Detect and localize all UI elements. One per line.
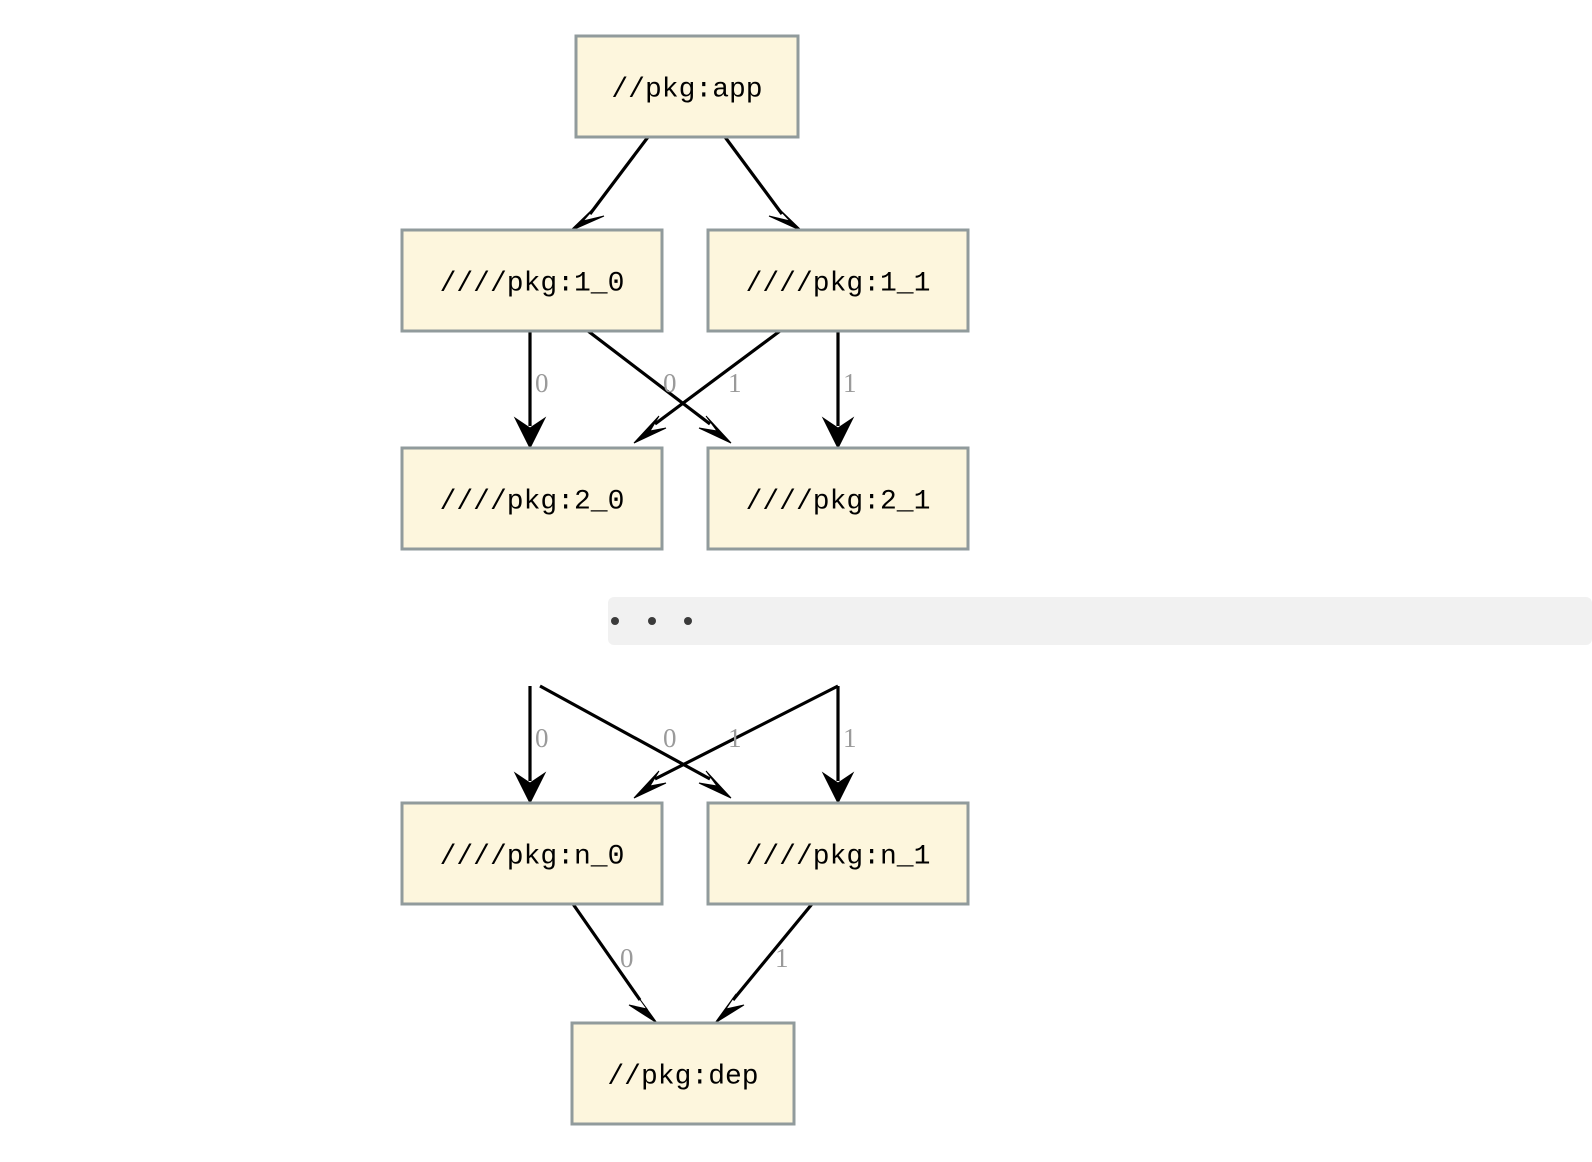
edge-elided-to-n_1-straight: 1	[821, 686, 857, 805]
node-pkg-n_0[interactable]: ////pkg:n_0	[400, 801, 664, 906]
edge-1_1-to-2_1: 1	[821, 331, 857, 450]
edge-app-to-1_0	[569, 136, 650, 232]
node-label: //pkg:app	[611, 74, 762, 105]
node-pkg-1_1[interactable]: ////pkg:1_1	[706, 228, 970, 333]
edge-n_0-to-dep: 0	[571, 903, 658, 1024]
edge-app-to-1_1	[723, 136, 803, 232]
node-pkg-2_1[interactable]: ////pkg:2_1	[706, 446, 970, 551]
edge-1_0-to-2_1: 0	[587, 329, 732, 444]
node-pkg-2_0[interactable]: ////pkg:2_0	[400, 446, 664, 551]
node-label: //pkg:dep	[607, 1061, 758, 1092]
edge-label-0: 0	[535, 368, 549, 398]
node-box[interactable]	[400, 801, 664, 906]
node-pkg-1_0[interactable]: ////pkg:1_0	[400, 228, 664, 333]
node-label: ////pkg:n_1	[746, 841, 931, 872]
node-box[interactable]	[400, 446, 664, 551]
ellipsis-band-group	[608, 597, 1592, 645]
edge-elided-to-n_0: 0	[513, 686, 549, 805]
edge-label-0: 0	[663, 723, 677, 753]
edge-label-0: 0	[663, 368, 677, 398]
edge-elided-to-n_1: 0	[539, 684, 732, 799]
edge-label-1: 1	[728, 723, 742, 753]
node-box[interactable]	[706, 446, 970, 551]
node-label: ////pkg:1_1	[746, 268, 931, 299]
edge-label-0: 0	[535, 723, 549, 753]
node-label: ////pkg:2_1	[746, 486, 931, 517]
ellipsis-band	[608, 597, 1592, 645]
node-label: ////pkg:2_0	[440, 486, 625, 517]
node-box[interactable]	[574, 34, 800, 139]
ellipsis-dot	[611, 617, 619, 625]
node-dep[interactable]: //pkg:dep	[570, 1021, 796, 1126]
edge-label-1: 1	[843, 723, 857, 753]
ellipsis-dot	[684, 617, 692, 625]
node-box[interactable]	[400, 228, 664, 333]
edge-elided-to-n_0-cross: 1	[633, 684, 839, 799]
edge-label-0: 0	[620, 943, 634, 973]
edge-n_1-to-dep: 1	[714, 902, 814, 1024]
node-label: ////pkg:n_0	[440, 841, 625, 872]
edge-label-1: 1	[728, 368, 742, 398]
edge-label-1: 1	[775, 943, 789, 973]
node-label: ////pkg:1_0	[440, 268, 625, 299]
ellipsis-dot	[648, 617, 656, 625]
edge-1_1-to-2_0: 1	[633, 329, 781, 444]
node-box[interactable]	[706, 228, 970, 333]
edge-label-1: 1	[843, 368, 857, 398]
node-box[interactable]	[706, 801, 970, 906]
node-box[interactable]	[570, 1021, 796, 1126]
node-app[interactable]: //pkg:app	[574, 34, 800, 139]
edge-1_0-to-2_0: 0	[513, 331, 549, 450]
node-pkg-n_1[interactable]: ////pkg:n_1	[706, 801, 970, 906]
